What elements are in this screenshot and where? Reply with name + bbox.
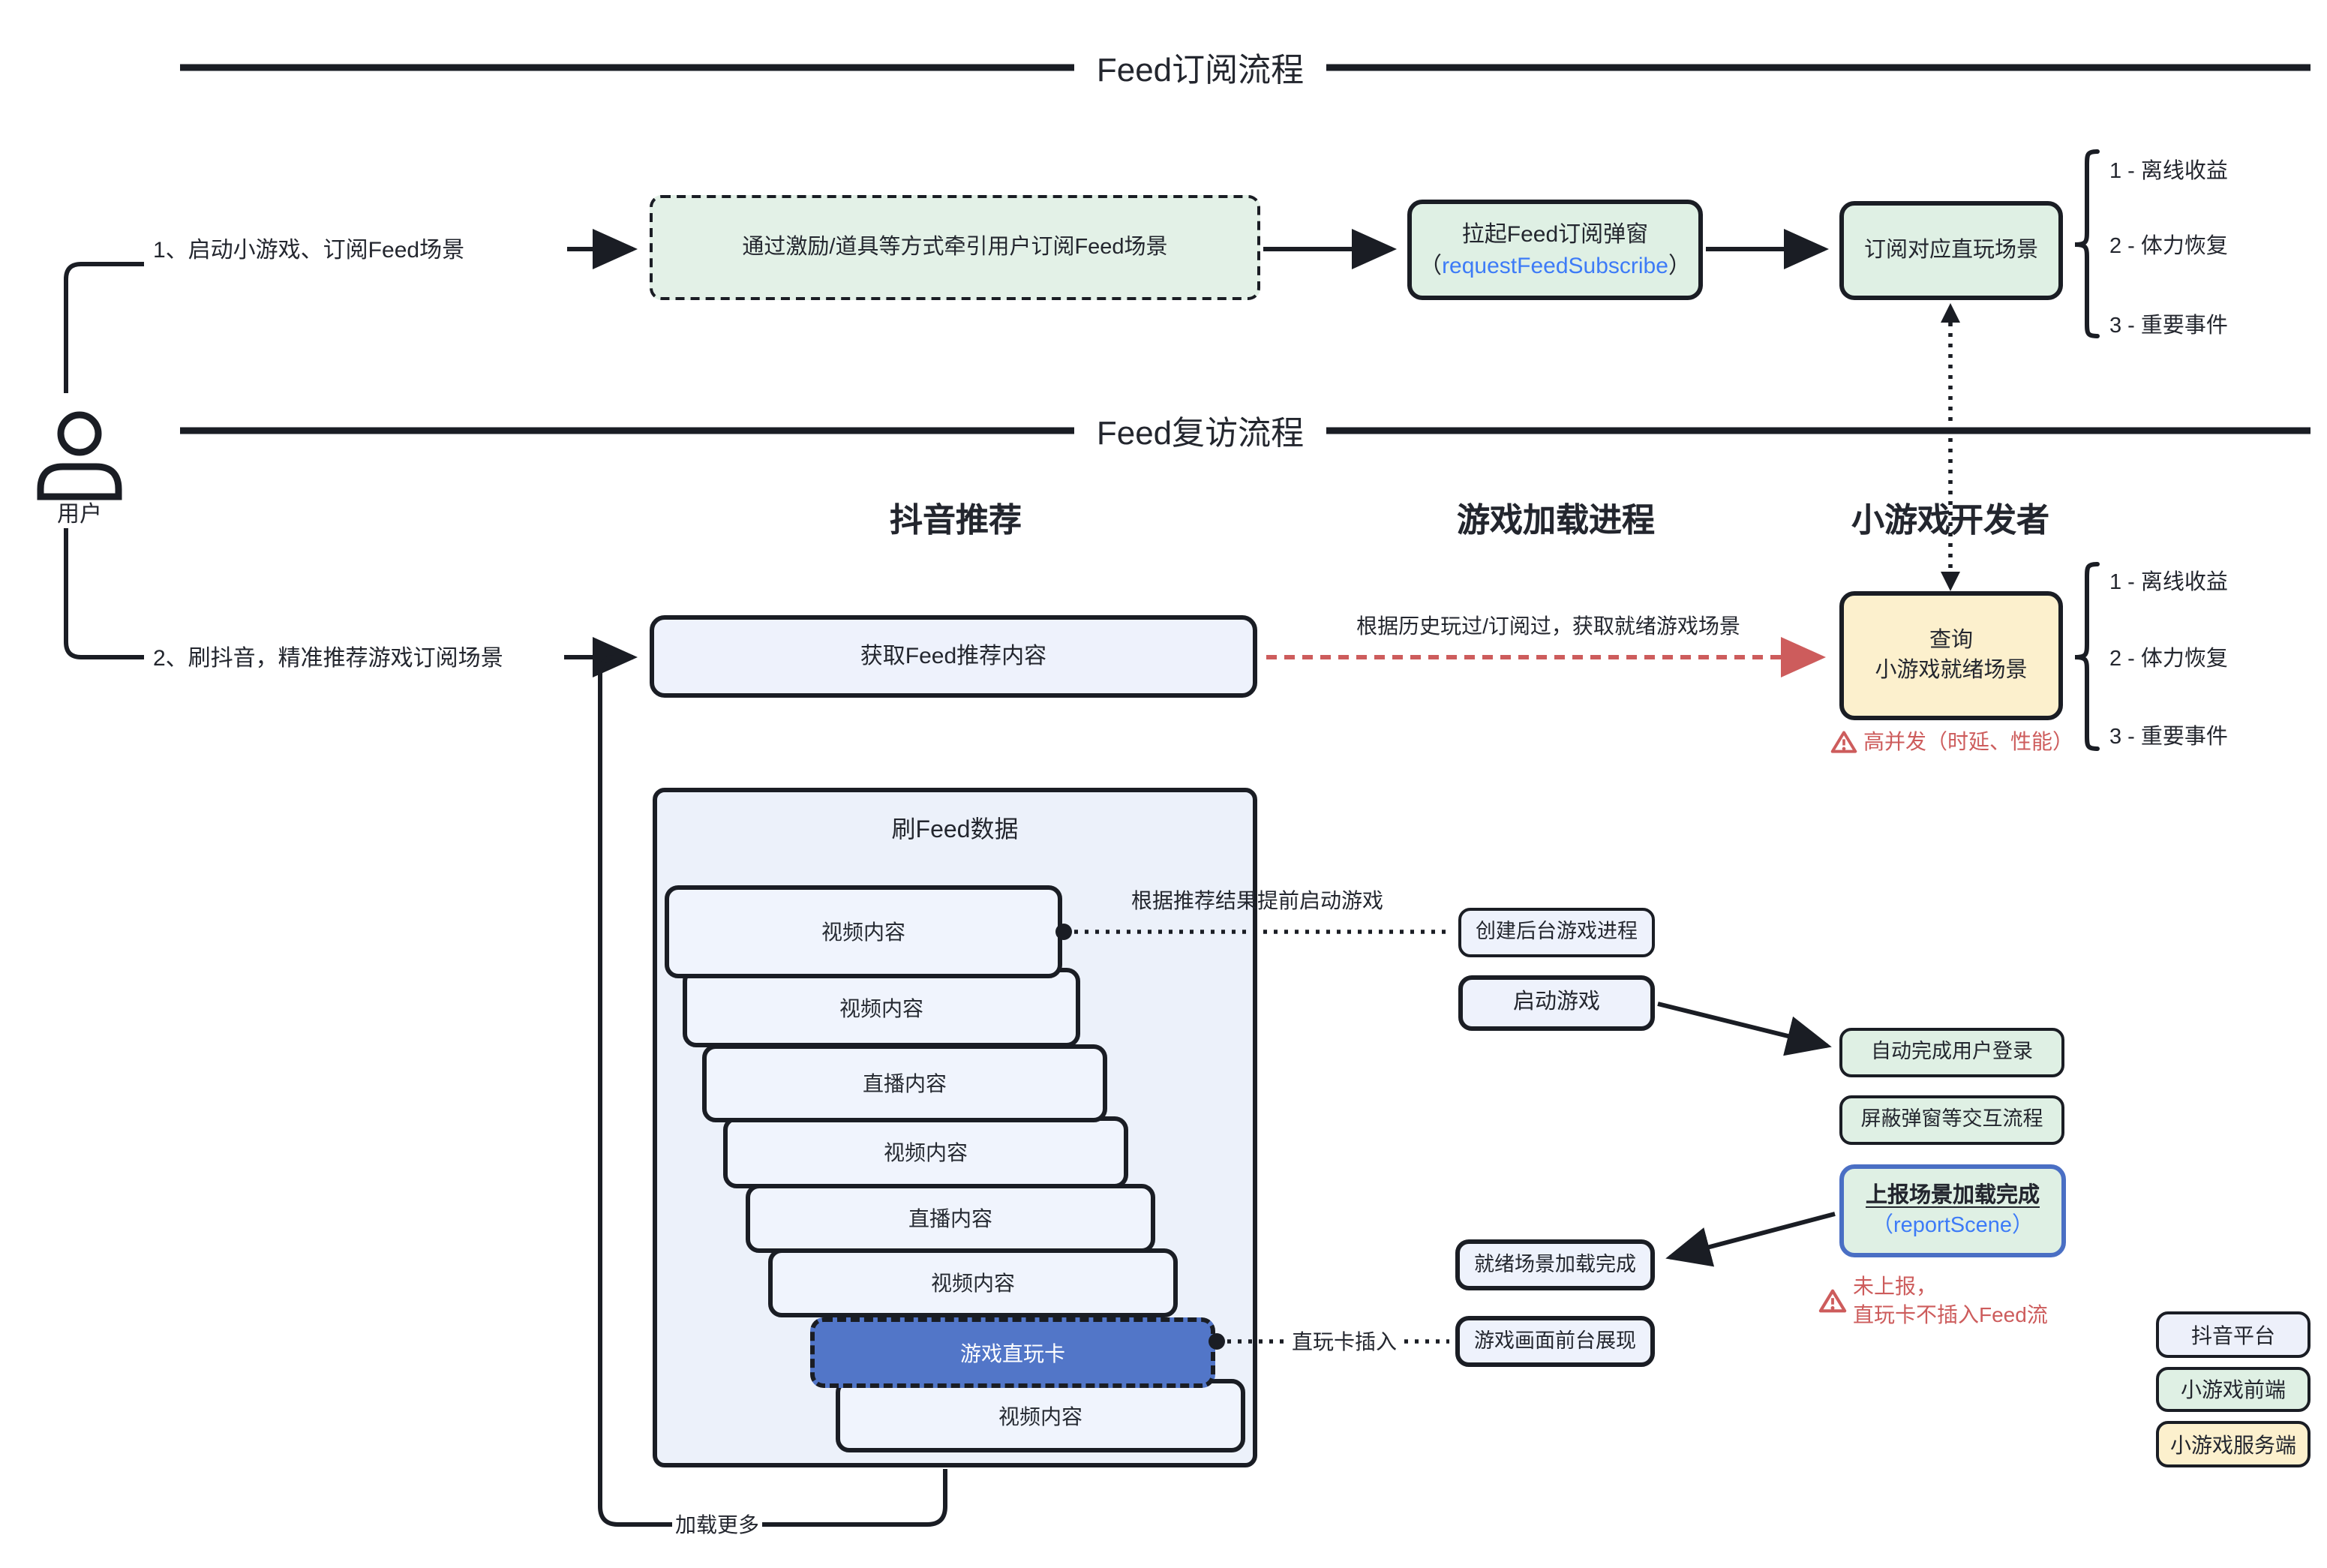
guide-subscribe-box: 通过激励/道具等方式牵引用户订阅Feed场景 [650, 195, 1260, 300]
game-foreground-box: 游戏画面前台展现 [1455, 1316, 1655, 1367]
column-header-game-loading: 游戏加载进程 [1456, 501, 1656, 539]
actor-to-step2-line [64, 528, 144, 659]
create-bg-process-box: 创建后台游戏进程 [1458, 908, 1655, 957]
legend-minigame-server: 小游戏服务端 [2156, 1421, 2310, 1467]
query-box-line2: 小游戏就绪场景 [1875, 659, 2028, 683]
feed-card-video-3: 视频内容 [723, 1116, 1128, 1188]
scene-brace-bottom [2074, 562, 2100, 751]
dotted-link-arrow-down [1941, 572, 1960, 591]
feed-card-video-1: 视频内容 [665, 885, 1062, 978]
not-reported-line2: 直玩卡不插入Feed流 [1853, 1302, 2048, 1326]
actor-to-step1-line [64, 262, 144, 393]
legend-minigame-frontend: 小游戏前端 [2156, 1367, 2310, 1412]
popup-subscribe-box: 拉起Feed订阅弹窗 （requestFeedSubscribe） [1407, 200, 1703, 300]
scene-item-offline-earnings-2: 1 - 离线收益 [2109, 571, 2228, 595]
column-header-douyin-feed: 抖音推荐 [889, 501, 1022, 539]
column-header-developer: 小游戏开发者 [1851, 501, 2050, 539]
scene-item-important-events: 3 - 重要事件 [2109, 314, 2228, 338]
feed-card-game-playcard: 游戏直玩卡 [810, 1317, 1215, 1388]
feed-card-live-1: 直播内容 [702, 1044, 1107, 1122]
not-reported-warning-text: 未上报， 直玩卡不插入Feed流 [1853, 1272, 2048, 1329]
section-title-revisit: Feed复访流程 [1096, 414, 1305, 452]
scene-item-important-events-2: 3 - 重要事件 [2109, 725, 2228, 749]
query-arrow-label: 根据历史玩过/订阅过，获取就绪游戏场景 [1356, 614, 1740, 638]
high-concurrency-warning: 高并发（时延、性能） [1830, 726, 2073, 756]
feed-card-live-2: 直播内容 [746, 1184, 1155, 1253]
scene-item-stamina-recovery: 2 - 体力恢复 [2109, 235, 2228, 259]
user-icon [37, 411, 122, 500]
insert-playcard-label: 直玩卡插入 [1292, 1329, 1397, 1353]
feed-data-box-title: 刷Feed数据 [891, 818, 1019, 843]
popup-subscribe-title: 拉起Feed订阅弹窗 [1461, 221, 1649, 247]
feed-card-video-5: 视频内容 [836, 1379, 1245, 1452]
ready-scene-loaded-box: 就绪场景加载完成 [1455, 1239, 1655, 1290]
load-more-loop-right [762, 1469, 947, 1527]
query-ready-scene-box: 查询 小游戏就绪场景 [1839, 591, 2063, 720]
paren-close: ） [1668, 253, 1691, 278]
report-to-ready-arrow [1665, 1212, 1836, 1267]
auto-login-box: 自动完成用户登录 [1839, 1028, 2064, 1077]
scene-item-offline-earnings: 1 - 离线收益 [2109, 160, 2228, 184]
scene-item-stamina-recovery-2: 2 - 体力恢复 [2109, 647, 2228, 671]
launch-to-login-arrow [1657, 1002, 1832, 1056]
high-concurrency-warning-text: 高并发（时延、性能） [1863, 729, 2073, 753]
warning-triangle-icon [1830, 730, 1857, 752]
section-title-subscribe: Feed订阅流程 [1096, 51, 1305, 89]
fetch-feed-box: 获取Feed推荐内容 [650, 615, 1257, 698]
feed-card-video-2: 视频内容 [683, 968, 1080, 1047]
report-scene-box: 上报场景加载完成 （reportScene） [1839, 1164, 2066, 1257]
paren-open: （ [1419, 253, 1443, 278]
legend-douyin-platform: 抖音平台 [2156, 1311, 2310, 1358]
step2-label: 2、刷抖音，精准推荐游戏订阅场景 [153, 646, 503, 671]
report-scene-api: （reportScene） [1872, 1214, 2034, 1238]
launch-game-box: 启动游戏 [1458, 975, 1655, 1031]
feed-card-video-4: 视频内容 [768, 1248, 1178, 1317]
step1-label: 1、启动小游戏、订阅Feed场景 [153, 238, 465, 263]
not-reported-warning: 未上报， 直玩卡不插入Feed流 [1818, 1272, 2048, 1329]
load-more-label: 加载更多 [675, 1512, 759, 1536]
report-scene-title: 上报场景加载完成 [1866, 1183, 2040, 1208]
query-box-line1: 查询 [1929, 628, 1973, 653]
subscribe-scene-box: 订阅对应直玩场景 [1839, 201, 2063, 300]
api-name: requestFeedSubscribe [1442, 253, 1668, 278]
warning-triangle-icon [1818, 1289, 1847, 1313]
actor-label: 用户 [56, 502, 103, 527]
scene-brace-top [2074, 149, 2100, 338]
block-popup-box: 屏蔽弹窗等交互流程 [1839, 1095, 2064, 1145]
preload-label: 根据推荐结果提前启动游戏 [1131, 888, 1383, 912]
popup-subscribe-api: （requestFeedSubscribe） [1419, 250, 1691, 281]
dotted-link-arrow-up [1941, 303, 1960, 323]
not-reported-line1: 未上报， [1853, 1274, 1937, 1298]
